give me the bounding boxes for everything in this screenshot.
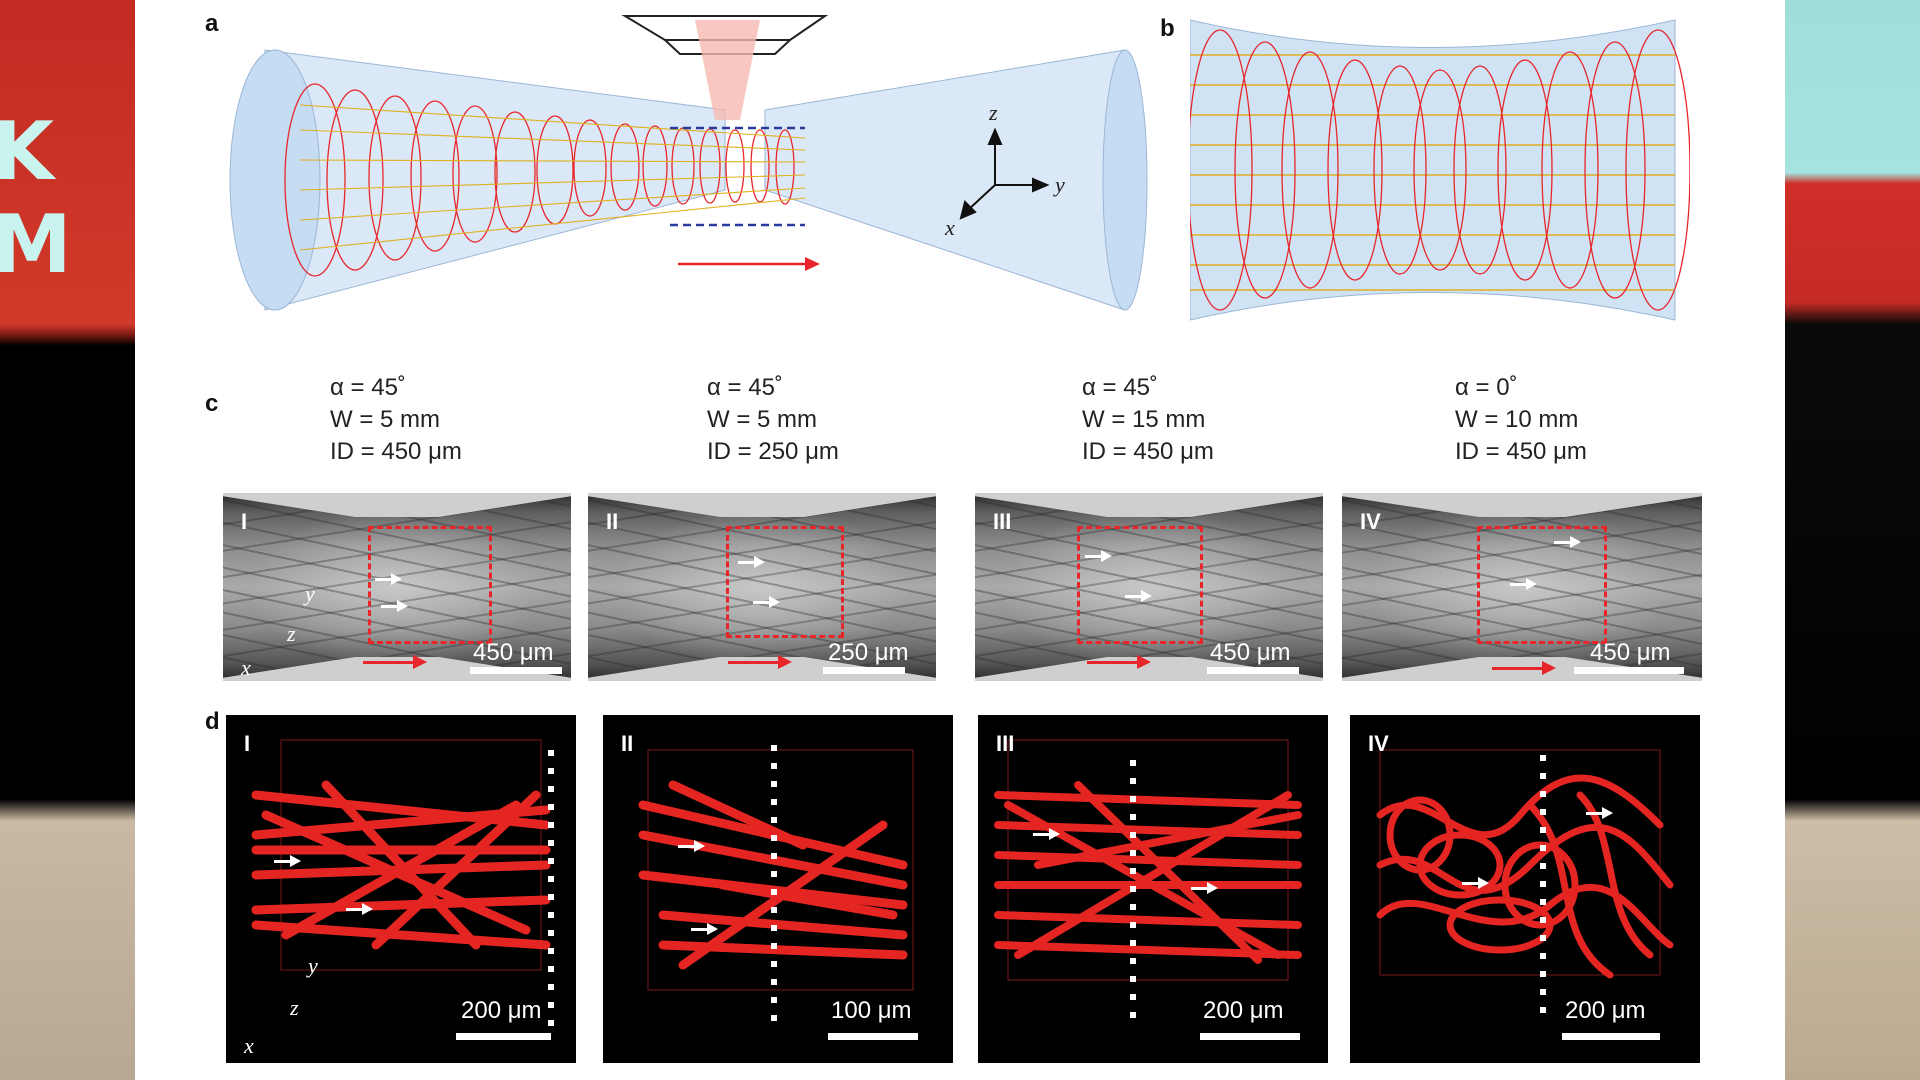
panel-a-letter: a xyxy=(205,10,219,37)
flow-arrow xyxy=(1554,536,1581,548)
condition-id: ID = 250 μm xyxy=(707,438,839,465)
image-numeral: III xyxy=(996,731,1015,756)
roi-box xyxy=(1077,526,1203,644)
scale-label: 200 μm xyxy=(1565,997,1646,1024)
panel-d-letter: d xyxy=(205,708,220,735)
scale-label: 450 μm xyxy=(473,639,554,666)
condition-width: W = 15 mm xyxy=(1082,406,1206,433)
condition-id: ID = 450 μm xyxy=(1455,438,1587,465)
condition-width: W = 5 mm xyxy=(707,406,818,433)
panel-a-diagram: z y x xyxy=(229,15,1148,311)
axis-y-label: y xyxy=(308,953,318,978)
micrograph-I: I 450 μm y z x xyxy=(223,493,571,681)
scale-bar xyxy=(456,1033,551,1040)
flow-direction-arrow xyxy=(1492,661,1556,675)
condition-II: α = 45˚ W = 5 mm ID = 250 μm xyxy=(707,372,839,468)
flow-arrow xyxy=(1125,590,1152,602)
flow-direction-arrow xyxy=(728,655,792,669)
condition-id: ID = 450 μm xyxy=(330,438,462,465)
image-numeral: IV xyxy=(1368,731,1389,756)
roi-box xyxy=(368,526,492,644)
scale-bar xyxy=(1200,1033,1300,1040)
panel-b-diagram xyxy=(1190,19,1690,321)
scale-label: 250 μm xyxy=(828,639,909,666)
micrograph-III: III 450 μm xyxy=(975,493,1323,681)
condition-IV: α = 0˚ W = 10 mm ID = 450 μm xyxy=(1455,372,1587,468)
fiber-winding xyxy=(284,83,795,277)
flow-arrow xyxy=(1191,882,1218,894)
roi-box xyxy=(726,526,844,638)
image-numeral: IV xyxy=(1360,509,1381,534)
axis-z-label: z xyxy=(287,621,296,646)
condition-alpha: α = 45˚ xyxy=(330,374,406,401)
reconstruction-IV: IV 200 μm xyxy=(1350,715,1700,1063)
condition-alpha: α = 0˚ xyxy=(1455,374,1518,401)
tube-right-cone xyxy=(764,49,1126,311)
axes-glyph xyxy=(959,127,1050,220)
flow-arrow xyxy=(1085,550,1112,562)
flow-arrow xyxy=(678,840,705,852)
condition-I: α = 45˚ W = 5 mm ID = 450 μm xyxy=(330,372,462,468)
flow-arrow xyxy=(1510,578,1537,590)
condition-alpha: α = 45˚ xyxy=(707,374,783,401)
scale-bar xyxy=(1207,667,1299,674)
flow-arrow xyxy=(1033,828,1060,840)
stage-background-right xyxy=(1785,0,1920,1080)
condition-width: W = 10 mm xyxy=(1455,406,1579,433)
reconstruction-III: III 200 μm xyxy=(978,715,1328,1063)
flow-direction-arrow xyxy=(363,655,427,669)
scale-bar xyxy=(1562,1033,1660,1040)
condition-id: ID = 450 μm xyxy=(1082,438,1214,465)
flow-arrow xyxy=(1586,807,1613,819)
flow-arrow xyxy=(691,923,718,935)
micrograph-IV: IV 450 μm xyxy=(1342,493,1702,681)
reconstruction-I: I 200 μm y z x xyxy=(226,715,576,1063)
image-numeral: II xyxy=(621,731,634,756)
scale-label: 100 μm xyxy=(831,997,912,1024)
flow-direction-arrow xyxy=(1087,655,1151,669)
scale-label: 200 μm xyxy=(461,997,542,1024)
tube-right-end xyxy=(1102,49,1148,311)
scale-bar xyxy=(828,1033,918,1040)
condition-width: W = 5 mm xyxy=(330,406,441,433)
panel-c-letter: c xyxy=(205,390,219,417)
flow-arrow xyxy=(346,903,373,915)
axis-z-label: z xyxy=(988,100,998,125)
tube-left-end xyxy=(229,49,321,311)
scale-label: 450 μm xyxy=(1590,639,1671,666)
flow-arrow xyxy=(375,573,402,585)
scale-label: 450 μm xyxy=(1210,639,1291,666)
image-numeral: I xyxy=(244,731,251,756)
flow-arrow xyxy=(274,855,301,867)
scale-label: 200 μm xyxy=(1203,997,1284,1024)
image-numeral: I xyxy=(241,509,248,534)
flow-arrow xyxy=(738,556,765,568)
condition-III: α = 45˚ W = 15 mm ID = 450 μm xyxy=(1082,372,1214,468)
axis-x-label: x xyxy=(241,655,251,680)
axis-y-label: y xyxy=(1053,172,1065,197)
axis-x-label: x xyxy=(944,215,955,240)
flow-arrow xyxy=(753,596,780,608)
flow-arrow xyxy=(1462,877,1489,889)
panel-b-letter: b xyxy=(1160,15,1175,42)
reconstruction-II: II 100 μm xyxy=(603,715,953,1063)
scale-bar xyxy=(470,667,562,674)
scale-bar xyxy=(823,667,905,674)
stage-sign-text: K M xyxy=(0,105,78,291)
axis-x-label: x xyxy=(244,1033,254,1058)
condition-alpha: α = 45˚ xyxy=(1082,374,1158,401)
scale-bar xyxy=(1574,667,1684,674)
figure-slide: a xyxy=(135,0,1785,1080)
image-numeral: II xyxy=(606,509,619,534)
flow-arrow xyxy=(381,600,408,612)
stage-background-left: K M xyxy=(0,0,135,1080)
image-numeral: III xyxy=(993,509,1012,534)
axis-z-label: z xyxy=(290,995,299,1020)
axis-y-label: y xyxy=(305,581,315,606)
micrograph-II: II 250 μm xyxy=(588,493,936,681)
roi-box xyxy=(1477,526,1607,644)
laser-beam xyxy=(695,20,760,120)
fiber-axial xyxy=(299,104,806,251)
